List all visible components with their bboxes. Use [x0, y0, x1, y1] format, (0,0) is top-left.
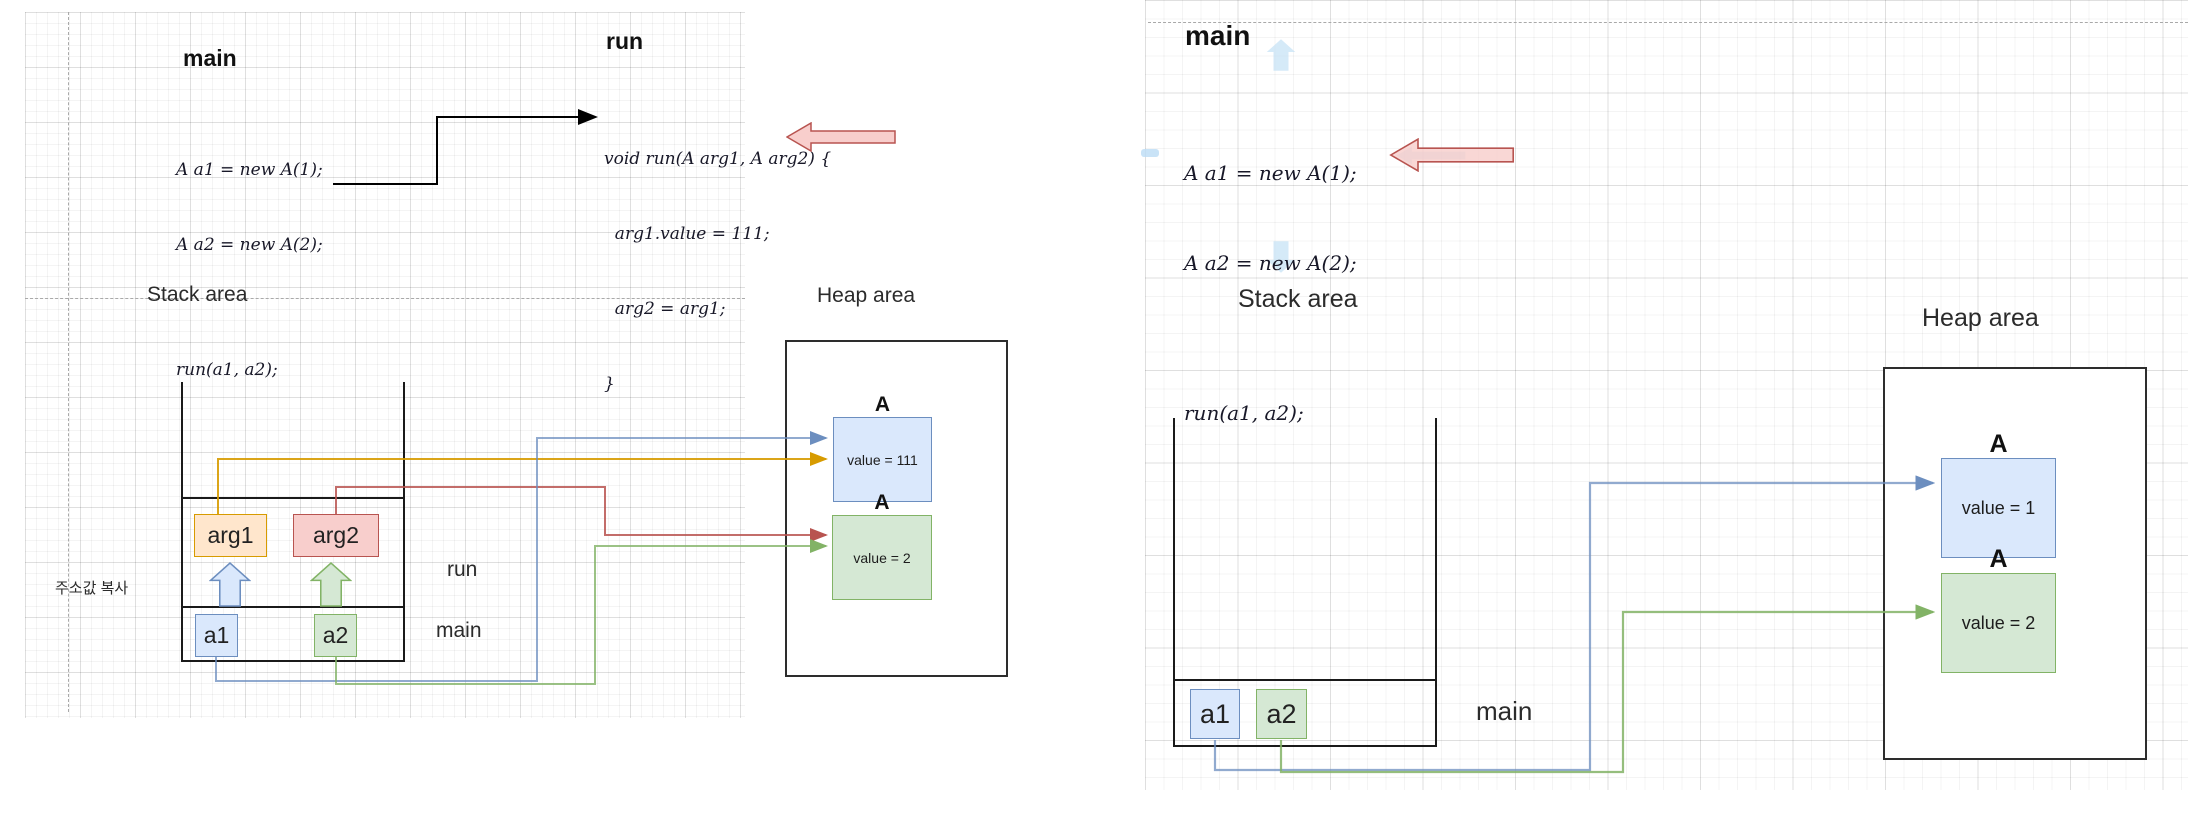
copy-up-arrow-blue-icon [209, 562, 251, 607]
right-stack-area-label: Stack area [1238, 285, 1358, 313]
right-heap-area-label: Heap area [1922, 304, 2039, 332]
var-a1-label: a1 [203, 622, 230, 648]
code-line: A a2 = new A(2); [1184, 251, 1357, 275]
right-main-frame-top-line [1173, 679, 1437, 681]
left-frame-run-label: run [447, 558, 478, 581]
heap-object-class-label: A [1989, 430, 2008, 458]
execution-pointer-arrow-icon [786, 122, 896, 152]
heap-object-box: value = 2 [832, 515, 932, 600]
heap-object-A1-left: A value = 111 [833, 393, 932, 502]
heap-object-A1-right: A value = 1 [1941, 430, 2056, 558]
code-line: A a2 = new A(2); [176, 235, 323, 255]
blue-tick-mark [1141, 149, 1159, 157]
heap-object-class-label: A [874, 491, 890, 514]
scroll-down-arrow-icon [1266, 241, 1296, 273]
heap-object-value: value = 111 [847, 451, 918, 468]
right-main-code: A a1 = new A(1); A a2 = new A(2); run(a1… [1184, 98, 1357, 488]
heap-object-box: value = 111 [833, 417, 932, 502]
left-heap-area-label: Heap area [817, 284, 916, 307]
heap-object-box: value = 2 [1941, 573, 2056, 673]
left-vertical-guide-line [68, 12, 69, 712]
heap-object-class-label: A [1989, 545, 2008, 573]
code-line: A a1 = new A(1); [176, 160, 323, 180]
heap-object-A2-left: A value = 2 [832, 491, 932, 600]
right-horizontal-guide-line [1148, 22, 2188, 23]
execution-pointer-arrow-icon-right [1389, 138, 1514, 172]
code-line: arg2 = arg1; [604, 299, 726, 319]
heap-object-A2-right: A value = 2 [1941, 545, 2056, 673]
heap-object-value: value = 2 [1961, 612, 2036, 633]
var-arg2-label: arg2 [312, 522, 360, 548]
right-main-title: main [1185, 20, 1251, 51]
var-a1-right: a1 [1190, 689, 1240, 739]
left-horizontal-guide-line [25, 298, 745, 299]
var-a2-label: a2 [1266, 698, 1297, 729]
right-frame-main-label: main [1476, 696, 1533, 726]
left-frame-main-label: main [436, 619, 482, 642]
code-line: A a1 = new A(1); [1184, 161, 1357, 185]
var-arg1: arg1 [194, 514, 267, 557]
var-arg2: arg2 [293, 514, 379, 557]
copy-up-arrow-green-icon [310, 562, 352, 607]
var-a2-label: a2 [322, 622, 349, 648]
left-main-code: A a1 = new A(1); A a2 = new A(2); run(a1… [176, 108, 323, 433]
code-line: run(a1, a2); [176, 360, 278, 380]
heap-object-value: value = 2 [853, 549, 911, 566]
heap-object-value: value = 1 [1961, 497, 2036, 518]
heap-object-class-label: A [874, 393, 891, 416]
left-run-title: run [606, 28, 644, 54]
heap-object-box: value = 1 [1941, 458, 2056, 558]
var-a2-right: a2 [1256, 689, 1307, 739]
left-main-title: main [183, 45, 237, 71]
var-arg1-label: arg1 [207, 522, 254, 548]
var-a1-label: a1 [1199, 698, 1231, 729]
code-line: arg1.value = 111; [604, 224, 770, 244]
korean-note-label: 주소값 복사 [55, 580, 129, 597]
code-line: run(a1, a2); [1184, 401, 1304, 425]
left-run-frame-top-line [181, 497, 405, 499]
scroll-up-arrow-icon [1266, 39, 1296, 71]
code-line: void run(A arg1, A arg2) { [604, 149, 832, 169]
code-line: } [604, 374, 615, 394]
left-run-code: void run(A arg1, A arg2) { arg1.value = … [604, 97, 831, 447]
var-a2-left: a2 [314, 614, 357, 657]
left-stack-area-label: Stack area [147, 283, 248, 306]
var-a1-left: a1 [195, 614, 238, 657]
